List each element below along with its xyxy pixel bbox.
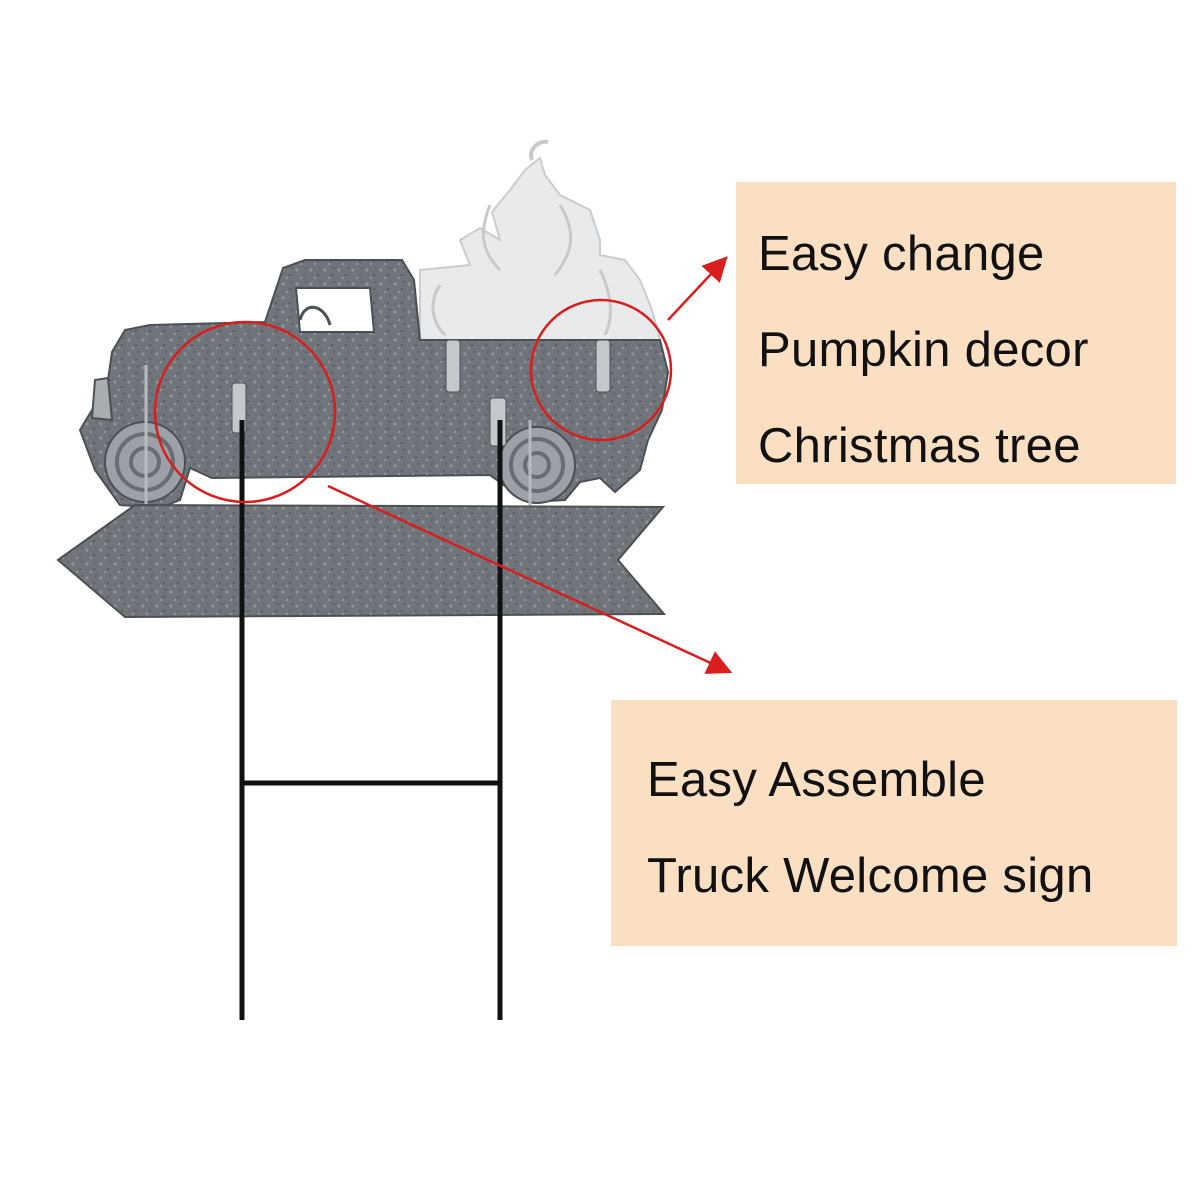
- callout-line-truck-welcome-sign: Truck Welcome sign: [647, 849, 1094, 903]
- callout-line-christmas-tree: Christmas tree: [758, 419, 1081, 473]
- truck-sign: [78, 259, 670, 545]
- arrow-to-change-callout: [667, 256, 728, 321]
- arrow-sign-board: [56, 503, 667, 619]
- callout-line-easy-assemble: Easy Assemble: [647, 753, 986, 807]
- highlight-circle-stake-clip: [153, 320, 337, 504]
- yard-stake: [239, 420, 503, 1020]
- rear-wheel: [498, 426, 576, 504]
- callout-line-easy-change: Easy change: [758, 227, 1045, 281]
- arrow-to-assemble-callout: [327, 484, 733, 674]
- callout-line-pumpkin-decor: Pumpkin decor: [758, 323, 1089, 377]
- highlight-circle-pumpkin-clip: [529, 298, 673, 442]
- callout-easy-assemble: Easy Assemble Truck Welcome sign: [611, 700, 1177, 946]
- pumpkin-decor-panel: [419, 139, 662, 341]
- callout-easy-change: Easy change Pumpkin decor Christmas tree: [736, 182, 1176, 484]
